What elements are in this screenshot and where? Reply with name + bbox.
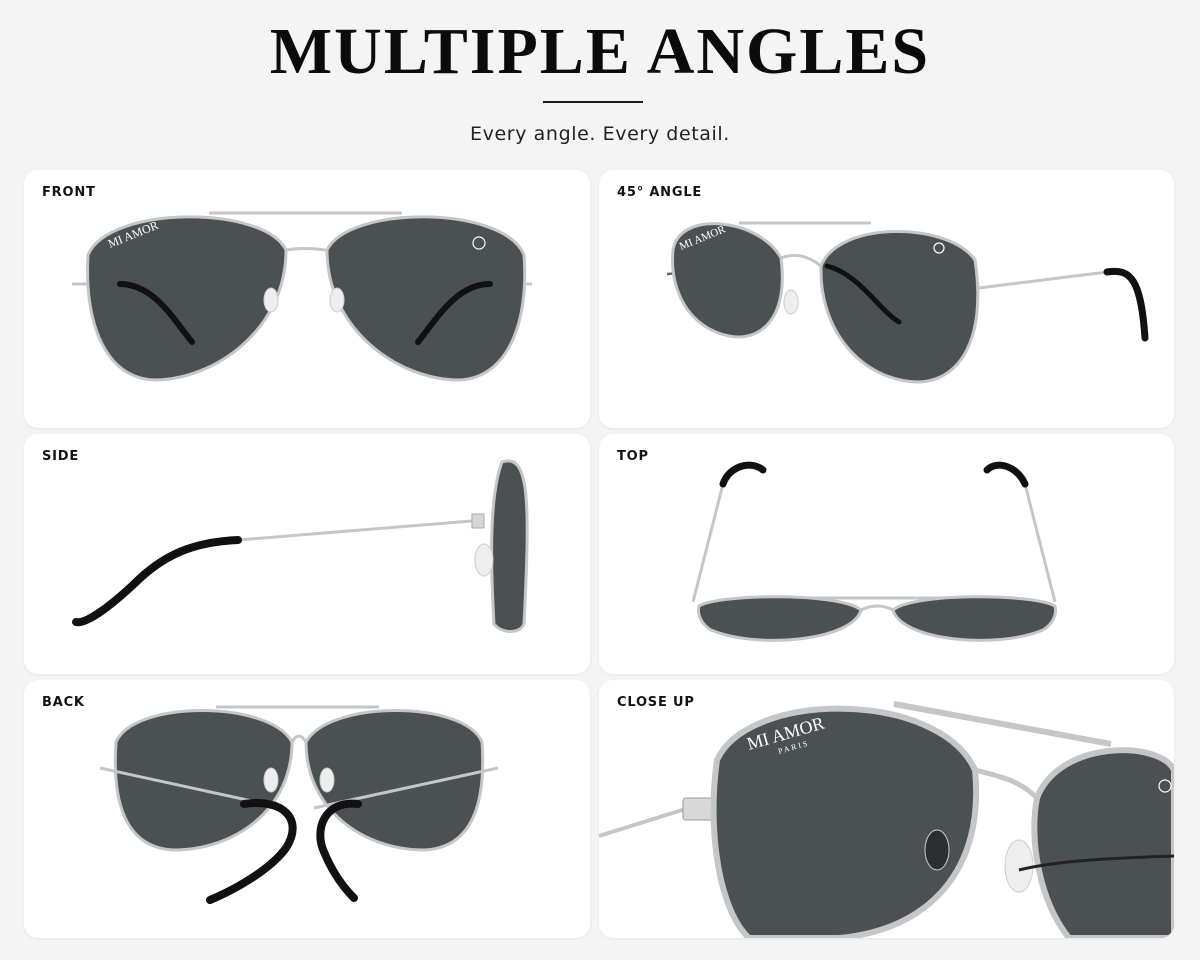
back-view-panel[interactable]: BACK <box>24 680 590 938</box>
top-view-sunglasses-image <box>691 461 1057 642</box>
side-view-label: SIDE <box>42 449 80 464</box>
back-view-label: BACK <box>42 695 85 710</box>
closeup-view-panel[interactable]: CLOSE UP MI AMOR PARIS <box>599 680 1174 938</box>
side-view-panel[interactable]: SIDE <box>24 434 590 674</box>
page-title: MULTIPLE ANGLES <box>269 15 931 88</box>
back-view-sunglasses-image <box>99 705 499 904</box>
angle-view-label: 45° ANGLE <box>617 185 703 200</box>
angle-view-sunglasses-image: MI AMOR <box>666 221 1149 384</box>
front-view-label: FRONT <box>42 185 96 200</box>
title-divider <box>543 101 643 103</box>
top-view-panel[interactable]: TOP <box>599 434 1174 674</box>
closeup-view-label: CLOSE UP <box>617 695 695 710</box>
top-view-label: TOP <box>617 449 649 464</box>
page-header: MULTIPLE ANGLES Every angle. Every detai… <box>0 0 1200 170</box>
brand-emblem-icon <box>1158 779 1172 793</box>
page-subtitle: Every angle. Every detail. <box>470 123 730 145</box>
brand-emblem-icon <box>472 236 486 250</box>
angle-view-panel[interactable]: 45° ANGLE MI AMOR <box>599 170 1174 428</box>
front-view-sunglasses-image: MI AMOR <box>72 211 532 382</box>
brand-emblem-icon <box>933 242 945 254</box>
side-view-sunglasses-image <box>72 459 529 633</box>
front-view-panel[interactable]: FRONT MI AMOR <box>24 170 590 428</box>
closeup-view-sunglasses-image: MI AMOR PARIS <box>599 701 1174 938</box>
